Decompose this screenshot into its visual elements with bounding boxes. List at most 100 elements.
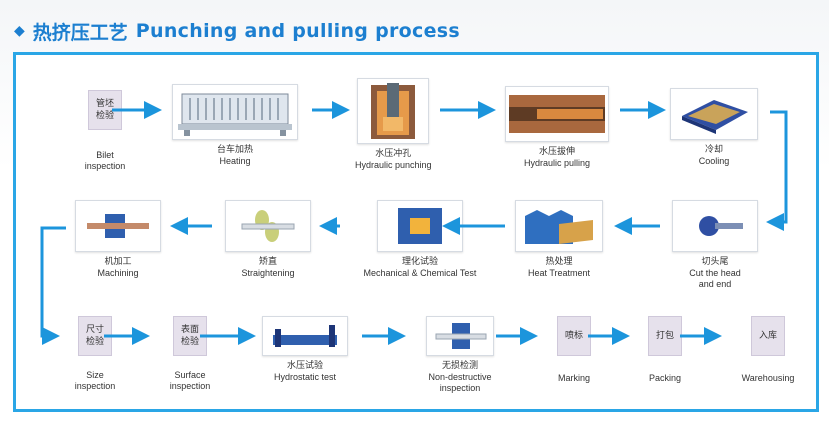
heat-treatment-caption-zh: 热处理 <box>545 257 573 267</box>
warehousing-box-label: 入库 <box>758 331 777 341</box>
heat-treatment-image <box>515 200 603 252</box>
packing-caption: Packing <box>635 373 695 384</box>
cut-image <box>672 200 758 252</box>
cooling-caption: 冷却 Cooling <box>699 145 730 167</box>
mech-test-caption-en: Mechanical & Chemical Test <box>363 268 477 278</box>
machining-caption-zh: 机加工 <box>104 257 132 267</box>
ndt-scanner-icon <box>435 323 487 349</box>
hydro-caption: 水压试验 Hydrostatic test <box>274 361 336 383</box>
machining-lathe-icon <box>87 214 149 238</box>
test-machine-icon <box>398 208 442 244</box>
billet-box: 管坯 检验 <box>88 90 122 130</box>
cut-caption-zh: 切头尾 <box>701 257 729 267</box>
step-marking: 喷标 Marking <box>544 316 604 384</box>
step-straightening: 矫直 Straightening <box>225 200 311 279</box>
punching-caption: 水压冲孔 Hydraulic punching <box>355 149 432 171</box>
hydro-caption-en: Hydrostatic test <box>273 372 337 382</box>
cut-caption-en: Cut the head and end <box>689 268 741 289</box>
packing-box-label: 打包 <box>655 331 674 341</box>
straightening-image <box>225 200 311 252</box>
pulling-image <box>505 86 609 142</box>
surface-box: 表面 检验 <box>173 316 207 356</box>
mech-test-image <box>377 200 463 252</box>
step-cooling: 冷却 Cooling <box>670 88 758 167</box>
straightening-caption-zh: 矫直 <box>258 257 277 267</box>
heat-treatment-caption-en: Heat Treatment <box>527 268 591 278</box>
billet-caption-en: Bilet inspection <box>84 150 126 171</box>
size-box: 尺寸 检验 <box>78 316 112 356</box>
step-pulling: 水压拔伸 Hydraulic pulling <box>505 86 609 169</box>
warehousing-caption-en: Warehousing <box>741 373 795 383</box>
ndt-image <box>426 316 494 356</box>
step-heating: 台车加热 Heating <box>172 84 298 167</box>
mech-test-caption-zh: 理化试验 <box>401 257 438 267</box>
step-punching: 水压冲孔 Hydraulic punching <box>355 78 432 171</box>
billet-caption: Bilet inspection <box>60 150 150 172</box>
marking-box-label: 喷标 <box>564 331 583 341</box>
cooling-caption-zh: 冷却 <box>704 145 723 155</box>
step-cut: 切头尾 Cut the head and end <box>672 200 758 290</box>
step-ndt: 无损检测 Non-destructive inspection <box>410 316 510 394</box>
size-box-label: 尺寸 检验 <box>85 325 104 347</box>
machining-caption-en: Machining <box>97 268 139 278</box>
packing-box: 打包 <box>648 316 682 356</box>
punching-image <box>357 78 430 144</box>
cut-saw-icon <box>699 216 743 236</box>
straightening-caption-en: Straightening <box>241 268 295 278</box>
ndt-caption-zh: 无损检测 <box>441 361 478 371</box>
heating-image <box>172 84 298 140</box>
step-warehousing: 入库 Warehousing <box>728 316 808 384</box>
pulling-caption: 水压拔伸 Hydraulic pulling <box>524 147 590 169</box>
cooling-bed-icon <box>682 100 748 134</box>
title-zh: 热挤压工艺 <box>32 21 128 44</box>
size-caption: Size inspection <box>60 370 130 392</box>
surface-box-label: 表面 检验 <box>180 325 199 347</box>
surface-caption-en: Surface inspection <box>169 370 211 391</box>
machining-caption: 机加工 Machining <box>97 257 138 279</box>
step-heat-treatment: 热处理 Heat Treatment <box>515 200 603 279</box>
warehousing-box: 入库 <box>751 316 785 356</box>
heating-caption-en: Heating <box>219 156 251 166</box>
hydrostatic-tester-icon <box>273 325 337 347</box>
billet-box-label: 管坯 检验 <box>95 99 114 121</box>
cooling-caption-en: Cooling <box>698 156 730 166</box>
marking-caption: Marking <box>544 373 604 384</box>
pulling-caption-en: Hydraulic pulling <box>523 158 591 168</box>
size-caption-en: Size inspection <box>74 370 116 391</box>
straightening-caption: 矫直 Straightening <box>241 257 294 279</box>
pulling-caption-zh: 水压拔伸 <box>538 147 575 157</box>
heating-furnace-icon <box>178 93 292 136</box>
packing-caption-en: Packing <box>648 373 682 383</box>
step-size-inspection: 尺寸 检验 Size inspection <box>60 316 130 392</box>
cut-caption: 切头尾 Cut the head and end <box>689 257 741 290</box>
marking-caption-en: Marking <box>557 373 590 383</box>
step-machining: 机加工 Machining <box>75 200 161 279</box>
step-packing: 打包 Packing <box>635 316 695 384</box>
mech-test-caption: 理化试验 Mechanical & Chemical Test <box>350 257 490 279</box>
heat-treatment-furnace-icon <box>525 210 593 244</box>
punching-caption-zh: 水压冲孔 <box>375 149 412 159</box>
marking-box: 喷标 <box>557 316 591 356</box>
diamond-bullet-icon: ◆ <box>14 23 25 39</box>
heating-caption-zh: 台车加热 <box>216 145 253 155</box>
cooling-image <box>670 88 758 140</box>
surface-caption: Surface inspection <box>155 370 225 392</box>
punching-caption-en: Hydraulic punching <box>355 160 432 170</box>
pulling-press-icon <box>509 95 605 133</box>
step-hydrostatic-test: 水压试验 Hydrostatic test <box>262 316 348 383</box>
page-title: ◆ 热挤压工艺 Punching and pulling process <box>14 18 460 44</box>
title-en: Punching and pulling process <box>135 20 460 42</box>
step-surface-inspection: 表面 检验 Surface inspection <box>155 316 225 392</box>
hydro-caption-zh: 水压试验 <box>286 361 323 371</box>
ndt-caption-en: Non-destructive inspection <box>428 372 492 393</box>
step-mech-test: 理化试验 Mechanical & Chemical Test <box>350 200 490 279</box>
machining-image <box>75 200 161 252</box>
heating-caption: 台车加热 Heating <box>217 145 253 167</box>
heat-treatment-caption: 热处理 Heat Treatment <box>528 257 590 279</box>
punching-press-icon <box>371 83 416 139</box>
warehousing-caption: Warehousing <box>728 373 808 384</box>
straightening-rollers-icon <box>241 210 295 242</box>
ndt-caption: 无损检测 Non-destructive inspection <box>410 361 510 394</box>
step-billet-inspection: 管坯 检验 Bilet inspection <box>60 90 150 172</box>
hydro-image <box>262 316 348 356</box>
